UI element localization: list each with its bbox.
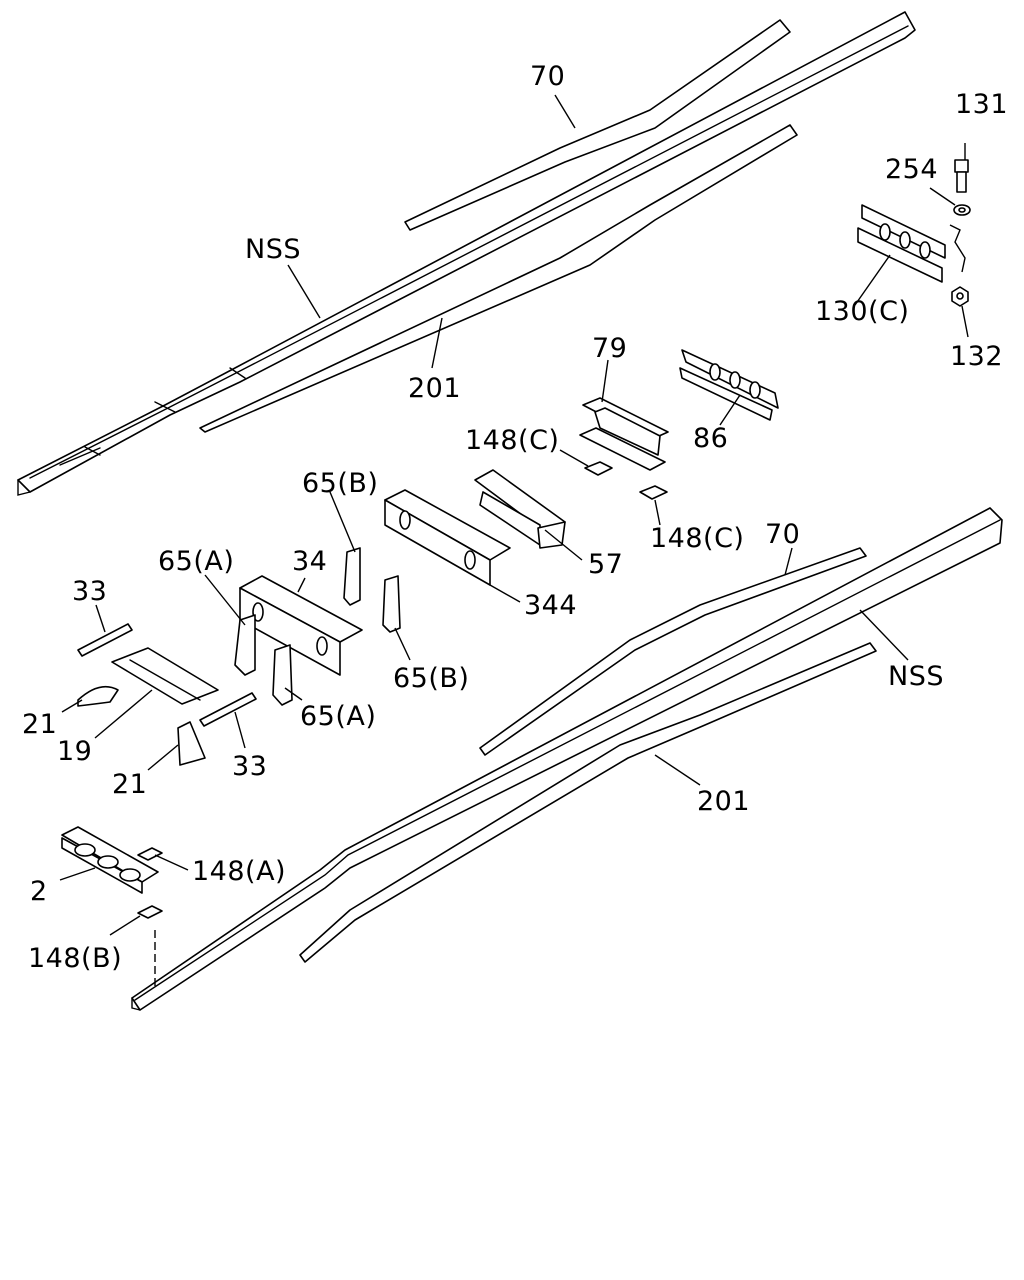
crossmember-79 xyxy=(579,397,669,471)
plate-33-bottom xyxy=(199,692,257,727)
gusset-148c-a xyxy=(584,461,613,476)
inner-liner-201-upper xyxy=(199,124,798,433)
crossmember-130c xyxy=(857,204,946,283)
label-132: 132 xyxy=(950,341,1003,372)
label-201-right: 201 xyxy=(697,786,750,817)
reinforcement-70-upper xyxy=(404,19,791,231)
gusset-148c-b xyxy=(639,485,668,500)
label-148c-a: 148(C) xyxy=(465,425,559,456)
label-201-top: 201 xyxy=(408,373,461,404)
label-70-top: 70 xyxy=(530,61,565,92)
label-19: 19 xyxy=(57,736,92,767)
label-65a-left: 65(A) xyxy=(158,546,234,577)
gusset-148a xyxy=(137,847,163,861)
side-rail-lower xyxy=(131,507,1003,1011)
bracket-65a-mid xyxy=(272,644,293,706)
inner-liner-201-lower xyxy=(299,642,877,963)
crossmember-2 xyxy=(61,826,159,894)
label-86: 86 xyxy=(693,423,728,454)
label-148b: 148(B) xyxy=(28,943,122,974)
crossmember-86 xyxy=(679,349,779,421)
label-79: 79 xyxy=(592,333,627,364)
bracket-65b-mid xyxy=(382,575,401,633)
gusset-148b xyxy=(137,905,163,919)
label-131: 131 xyxy=(955,89,1008,120)
washer-254 xyxy=(953,204,971,216)
label-nss-right: NSS xyxy=(888,661,944,692)
label-70-right: 70 xyxy=(765,519,800,550)
plate-33-top xyxy=(77,623,133,657)
leader-lines xyxy=(59,94,969,936)
bolt-131 xyxy=(954,159,969,193)
label-33-top: 33 xyxy=(72,576,107,607)
label-65b-top: 65(B) xyxy=(302,468,378,499)
label-21-a: 21 xyxy=(22,709,57,740)
crossmember-34 xyxy=(239,575,363,676)
label-57: 57 xyxy=(588,549,623,580)
label-34: 34 xyxy=(292,546,327,577)
label-254: 254 xyxy=(885,154,938,185)
label-65b-mid: 65(B) xyxy=(393,663,469,694)
label-148a: 148(A) xyxy=(192,856,286,887)
bracket-65a-left xyxy=(234,614,256,676)
label-33-bottom: 33 xyxy=(232,751,267,782)
bracket-65b-top xyxy=(343,547,361,606)
label-130c: 130(C) xyxy=(815,296,909,327)
fastener-centerline xyxy=(949,224,966,273)
label-21-b: 21 xyxy=(112,769,147,800)
bracket-21-a xyxy=(77,685,119,707)
nut-132 xyxy=(951,286,969,307)
label-148c-b: 148(C) xyxy=(650,523,744,554)
label-nss-top: NSS xyxy=(245,234,301,265)
label-65a-mid: 65(A) xyxy=(300,701,376,732)
reinforcement-70-lower xyxy=(479,547,867,756)
label-2: 2 xyxy=(30,876,48,907)
bracket-21-b xyxy=(177,721,206,766)
label-344: 344 xyxy=(524,590,577,621)
crossmember-19 xyxy=(111,647,219,705)
crossmember-344 xyxy=(384,489,511,586)
side-rail-upper xyxy=(17,11,916,496)
